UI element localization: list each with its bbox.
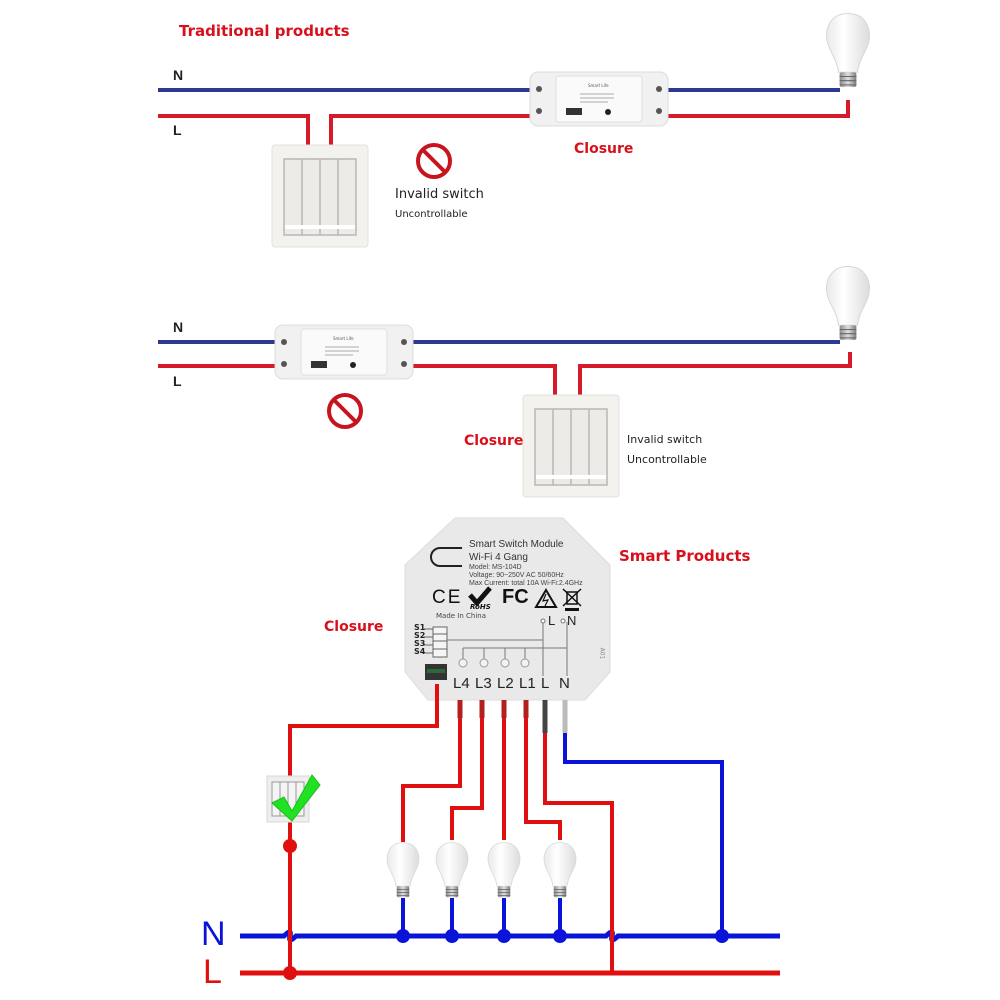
wire-label-n: N [173, 319, 184, 335]
invalid-switch-label: Invalid switch [627, 433, 703, 446]
live-wire [158, 114, 310, 145]
module-current: Max Current: total 10A Wi-Fi:2.4GHz [469, 580, 583, 587]
wire-label-l: L [173, 373, 182, 389]
light-bulb-icon [825, 265, 871, 341]
wifi-relay-module [529, 71, 669, 127]
closure-label: Closure [464, 433, 524, 449]
junction-dot [497, 929, 511, 943]
junction-dot [396, 929, 410, 943]
wall-switch [271, 144, 369, 248]
wire-label-n: N [173, 67, 184, 83]
wifi-relay-module [274, 324, 414, 380]
output-l3: L3 [475, 675, 492, 692]
warning-icon [534, 588, 558, 608]
closure-label: Closure [574, 141, 634, 157]
bulb-feed-wires [401, 718, 724, 973]
bus-label-n: N [201, 915, 226, 953]
fcc-mark: FC [502, 586, 529, 608]
rohs-mark: RoHS [470, 603, 491, 611]
output-l4: L4 [453, 675, 470, 692]
ce-mark: CE [432, 587, 463, 608]
weee-bin-icon [562, 588, 582, 611]
module-model: Model: MS-104D [469, 564, 522, 571]
prohibited-icon [327, 393, 363, 429]
terminal-s4: S4 [414, 647, 426, 656]
live-wire [329, 114, 535, 145]
terminal-top-n: N [567, 613, 577, 628]
live-wire [578, 352, 852, 395]
live-wire [410, 364, 557, 395]
section-title-smart: Smart Products [619, 547, 751, 565]
module-code: A01 [598, 647, 606, 660]
terminal-s2: S2 [414, 631, 426, 640]
output-l2: L2 [497, 675, 514, 692]
module-output-leads [457, 700, 568, 733]
live-wire [660, 100, 850, 118]
terminal-s3: S3 [414, 639, 426, 648]
junction-dot [445, 929, 459, 943]
module-voltage: Voltage: 90~250V AC 50/60Hz [469, 572, 564, 579]
section-title-traditional: Traditional products [179, 22, 350, 40]
invalid-switch-label: Invalid switch [395, 187, 484, 202]
closure-label: Closure [324, 619, 384, 635]
uncontrollable-label: Uncontrollable [395, 209, 468, 220]
junction-dot [283, 966, 297, 980]
wall-switch [522, 394, 620, 498]
rohs-check-icon [468, 586, 492, 607]
switch-live-feed [283, 684, 439, 980]
module-subtitle: Wi-Fi 4 Gang [469, 552, 528, 563]
prohibited-icon [416, 143, 452, 179]
bulbs [386, 842, 729, 943]
relay-brand: Smart Life [588, 83, 609, 88]
output-l1: L1 [519, 675, 536, 692]
junction-dot [283, 839, 297, 853]
wire-label-l: L [173, 122, 182, 138]
smart-switch-module [404, 517, 611, 701]
light-bulb-icon [386, 842, 420, 898]
module-title: Smart Switch Module [469, 539, 564, 550]
junction-dot [715, 929, 729, 943]
uncontrollable-label: Uncontrollable [627, 453, 707, 466]
output-l: L [541, 675, 550, 692]
output-n: N [559, 675, 570, 692]
terminal-s1: S1 [414, 623, 426, 632]
junction-dot [553, 929, 567, 943]
light-bulb-icon [825, 12, 871, 88]
section-traditional-1 [158, 12, 871, 248]
relay-brand: Smart Life [333, 336, 354, 341]
light-bulb-icon [487, 842, 521, 898]
light-bulb-icon [435, 842, 469, 898]
terminal-top-l: L [548, 613, 556, 628]
check-icon [271, 774, 321, 822]
bus-label-l: L [203, 953, 222, 991]
section-traditional-2 [158, 265, 871, 498]
made-in-label: Made In China [436, 612, 487, 620]
light-bulb-icon [543, 842, 577, 898]
